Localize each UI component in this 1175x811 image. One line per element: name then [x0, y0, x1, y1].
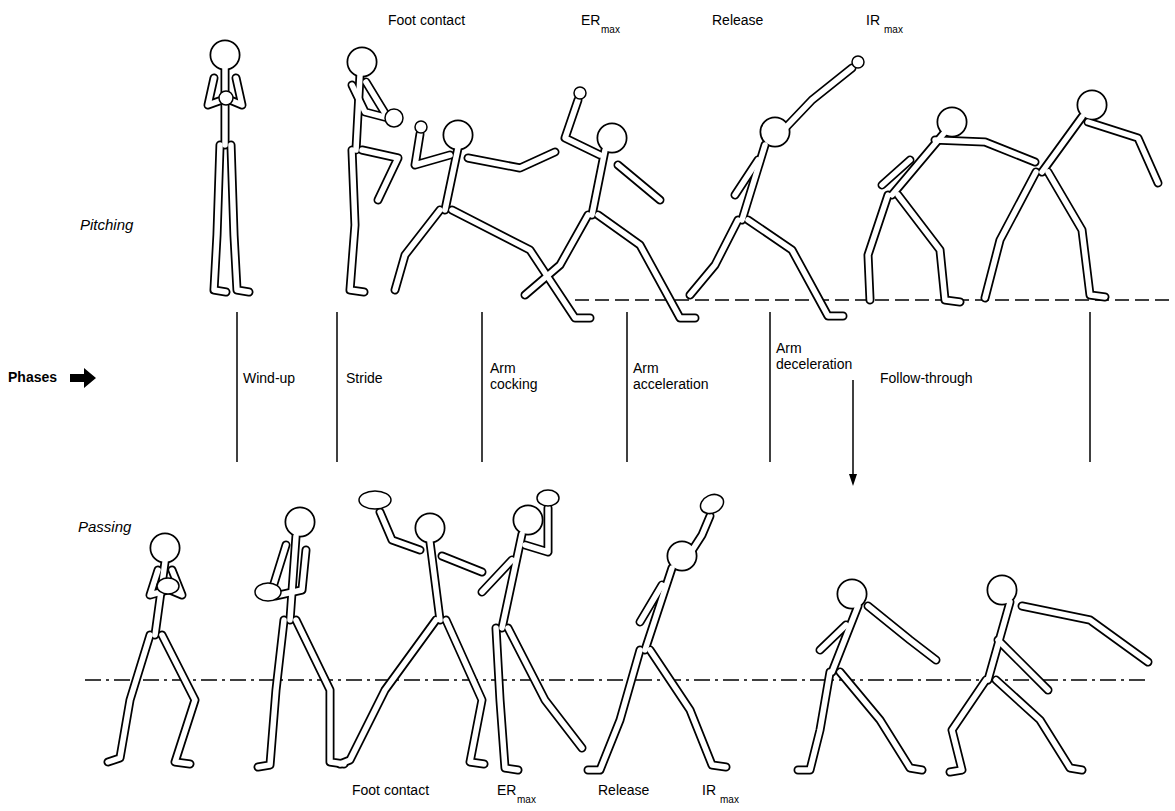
label-holder: Foot contact [388, 12, 465, 28]
label-holder: max [884, 24, 903, 36]
football [157, 578, 179, 594]
event-label: Foot contact [352, 782, 429, 798]
phase-divider [769, 312, 771, 462]
football [359, 491, 391, 509]
label-holder: Wind-up [243, 370, 295, 386]
subscript-label: max [601, 24, 620, 36]
row-label: Pitching [80, 216, 133, 233]
label-holder: Arm deceleration [776, 340, 850, 372]
phase-label: Follow-through [880, 370, 973, 386]
phase-label: Arm acceleration [633, 360, 723, 392]
football [697, 491, 726, 517]
label-holder: Follow-through [880, 370, 973, 386]
label-holder: Phases [8, 369, 57, 385]
event-label: Release [598, 782, 649, 798]
row-label: Passing [78, 518, 131, 535]
athlete-figure-outline [108, 44, 1158, 772]
subscript-label: max [884, 24, 903, 36]
label-holder: Release [598, 782, 649, 798]
phase-divider [852, 380, 854, 476]
baseball [219, 91, 233, 105]
label-holder: Passing [78, 518, 131, 535]
label-holder: max [517, 794, 536, 806]
phase-divider [336, 312, 338, 462]
phase-label: Wind-up [243, 370, 295, 386]
label-holder: Pitching [80, 216, 133, 233]
label-holder: IR [866, 12, 880, 28]
event-label: ER [581, 12, 600, 28]
label-holder: Arm acceleration [633, 360, 723, 392]
label-holder: Foot contact [352, 782, 429, 798]
label-holder: ER [497, 782, 516, 798]
athlete-figure [108, 44, 1158, 772]
balls [157, 56, 864, 601]
label-holder: max [720, 794, 739, 806]
event-label: IR [702, 782, 716, 798]
phase-label: Arm cocking [490, 360, 552, 392]
football [537, 490, 559, 506]
label-holder: Stride [346, 370, 383, 386]
phase-label: Stride [346, 370, 383, 386]
baseball [852, 56, 864, 68]
event-label: IR [866, 12, 880, 28]
event-label: Foot contact [388, 12, 465, 28]
phase-dividers [237, 312, 1090, 476]
phase-divider [481, 312, 483, 462]
phase-divider [626, 312, 628, 462]
label-holder: Arm cocking [490, 360, 552, 392]
axis-label: Phases [8, 369, 57, 385]
phase-label: Arm deceleration [776, 340, 850, 372]
glove [385, 109, 403, 127]
football [255, 583, 281, 601]
phases-arrow [70, 368, 96, 388]
label-holder: Release [712, 12, 763, 28]
subscript-label: max [517, 794, 536, 806]
subscript-label: max [720, 794, 739, 806]
divider-arrowhead [849, 474, 857, 486]
label-holder: max [601, 24, 620, 36]
baseball [574, 87, 586, 99]
phase-divider [1089, 312, 1091, 462]
label-holder: IR [702, 782, 716, 798]
label-holder: ER [581, 12, 600, 28]
baseball [415, 121, 427, 133]
phase-divider [236, 312, 238, 462]
event-label: Release [712, 12, 763, 28]
event-label: ER [497, 782, 516, 798]
